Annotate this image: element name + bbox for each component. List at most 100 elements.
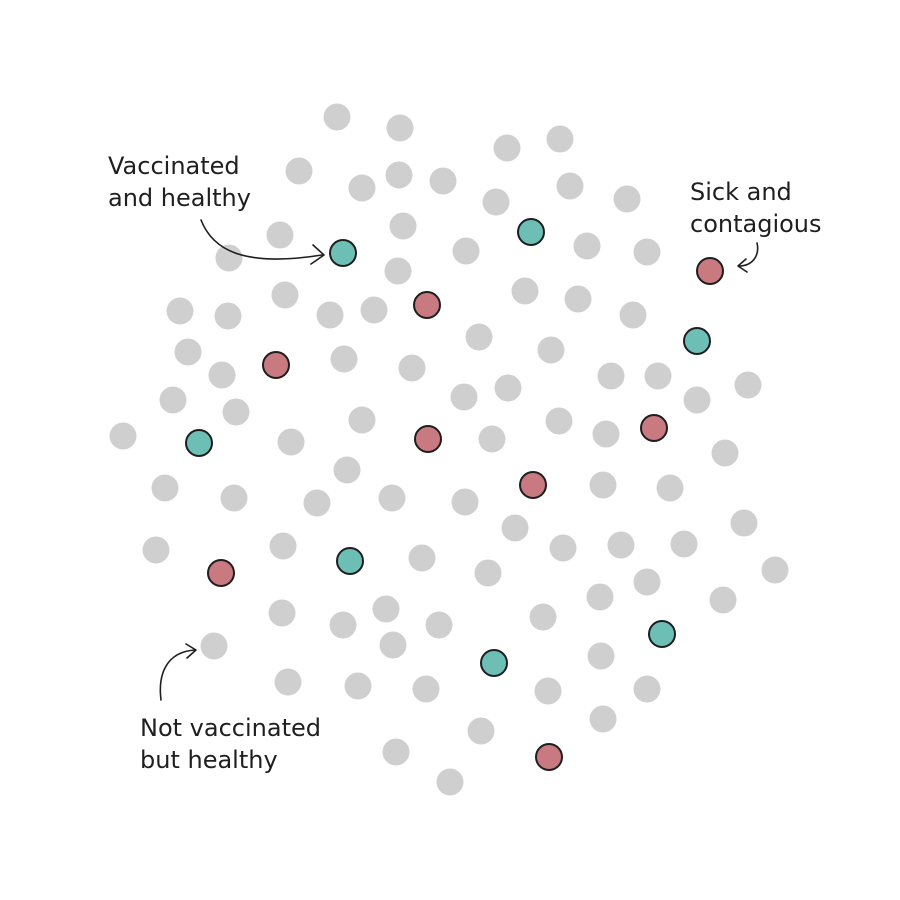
not-vaccinated-healthy-dot xyxy=(208,361,236,389)
vaccinated-healthy-dot xyxy=(329,239,357,267)
vaccinated-dots-layer xyxy=(185,218,711,677)
not-vaccinated-healthy-dot xyxy=(372,595,400,623)
not-vaccinated-healthy-dot xyxy=(564,285,592,313)
not-vaccinated-healthy-dot xyxy=(613,185,641,213)
not-vaccinated-healthy-dot xyxy=(159,386,187,414)
not-vaccinated-healthy-dot xyxy=(274,668,302,696)
not-vaccinated-healthy-dot xyxy=(607,531,635,559)
sick-label-line1: Sick and xyxy=(690,178,792,206)
not-vaccinated-healthy-dot xyxy=(389,212,417,240)
not-vaccinated-healthy-dot xyxy=(214,302,242,330)
annotation-arrows xyxy=(159,219,759,701)
not-vaccinated-healthy-dot xyxy=(587,642,615,670)
not-vaccinated-healthy-dot xyxy=(425,611,453,639)
not-vaccinated-healthy-dot xyxy=(529,603,557,631)
vaccinated-healthy-dot xyxy=(517,218,545,246)
vaccinated-label: Vaccinated and healthy xyxy=(108,150,251,214)
not-vaccinated-healthy-dot xyxy=(474,559,502,587)
not-vaccinated-healthy-dot xyxy=(493,134,521,162)
vaccinated-label-line2: and healthy xyxy=(108,184,251,212)
not-vaccinated-healthy-dot xyxy=(174,338,202,366)
unvaccinated-label: Not vaccinated but healthy xyxy=(140,712,321,776)
not-vaccinated-healthy-dot xyxy=(109,422,137,450)
not-vaccinated-healthy-dot xyxy=(436,768,464,796)
not-vaccinated-healthy-dot xyxy=(360,296,388,324)
vaccinated-healthy-dot xyxy=(480,649,508,677)
not-vaccinated-healthy-dot xyxy=(412,675,440,703)
vaccinated-arrow-head xyxy=(310,244,325,265)
not-vaccinated-healthy-dot xyxy=(303,489,331,517)
not-vaccinated-healthy-dot xyxy=(633,238,661,266)
sick-contagious-dot xyxy=(414,425,442,453)
not-vaccinated-healthy-dot xyxy=(333,456,361,484)
not-vaccinated-healthy-dot xyxy=(501,514,529,542)
not-vaccinated-healthy-dot xyxy=(329,611,357,639)
vaccinated-arrow xyxy=(200,219,323,260)
not-vaccinated-healthy-dot xyxy=(494,374,522,402)
not-vaccinated-healthy-dot xyxy=(285,157,313,185)
not-vaccinated-healthy-dot xyxy=(644,362,672,390)
not-vaccinated-healthy-dot xyxy=(537,336,565,364)
not-vaccinated-healthy-dot xyxy=(142,536,170,564)
not-vaccinated-healthy-dot xyxy=(670,530,698,558)
not-vaccinated-healthy-dot xyxy=(271,281,299,309)
not-vaccinated-healthy-dot xyxy=(378,484,406,512)
not-vaccinated-healthy-dot xyxy=(452,237,480,265)
not-vaccinated-healthy-dot xyxy=(709,586,737,614)
not-vaccinated-healthy-dot xyxy=(734,371,762,399)
vaccinated-healthy-dot xyxy=(648,620,676,648)
sick-dots-layer xyxy=(207,257,724,771)
unvaccinated-arrow xyxy=(159,649,196,701)
not-vaccinated-healthy-dot xyxy=(220,484,248,512)
not-vaccinated-healthy-dot xyxy=(556,172,584,200)
not-vaccinated-healthy-dot xyxy=(166,297,194,325)
not-vaccinated-healthy-dot xyxy=(323,103,351,131)
not-vaccinated-healthy-dot xyxy=(511,277,539,305)
not-vaccinated-healthy-dot xyxy=(269,532,297,560)
sick-contagious-dot xyxy=(413,291,441,319)
not-vaccinated-healthy-dot xyxy=(534,677,562,705)
not-vaccinated-healthy-dot xyxy=(451,488,479,516)
unvaccinated-label-line1: Not vaccinated xyxy=(140,714,321,742)
not-vaccinated-healthy-dot xyxy=(619,301,647,329)
not-vaccinated-healthy-dot xyxy=(589,705,617,733)
sick-label-line2: contagious xyxy=(690,210,822,238)
not-vaccinated-healthy-dot xyxy=(711,439,739,467)
sick-contagious-dot xyxy=(696,257,724,285)
not-vaccinated-healthy-dot xyxy=(549,534,577,562)
not-vaccinated-healthy-dot xyxy=(465,323,493,351)
not-vaccinated-healthy-dot xyxy=(268,599,296,627)
sick-contagious-dot xyxy=(519,471,547,499)
not-vaccinated-healthy-dot xyxy=(633,675,661,703)
not-vaccinated-healthy-dot xyxy=(467,717,495,745)
vaccinated-healthy-dot xyxy=(683,327,711,355)
sick-contagious-dot xyxy=(535,743,563,771)
not-vaccinated-healthy-dot xyxy=(266,221,294,249)
sick-contagious-dot xyxy=(640,414,668,442)
not-vaccinated-healthy-dot xyxy=(379,631,407,659)
not-vaccinated-healthy-dot xyxy=(761,556,789,584)
not-vaccinated-healthy-dot xyxy=(546,125,574,153)
healthy-dots-layer xyxy=(109,103,789,796)
unvaccinated-label-line2: but healthy xyxy=(140,746,278,774)
not-vaccinated-healthy-dot xyxy=(589,471,617,499)
vaccinated-healthy-dot xyxy=(336,547,364,575)
not-vaccinated-healthy-dot xyxy=(385,161,413,189)
not-vaccinated-healthy-dot xyxy=(222,398,250,426)
not-vaccinated-healthy-dot xyxy=(683,386,711,414)
not-vaccinated-healthy-dot xyxy=(545,407,573,435)
not-vaccinated-healthy-dot xyxy=(348,174,376,202)
not-vaccinated-healthy-dot xyxy=(384,257,412,285)
not-vaccinated-healthy-dot xyxy=(215,244,243,272)
not-vaccinated-healthy-dot xyxy=(200,632,228,660)
not-vaccinated-healthy-dot xyxy=(478,425,506,453)
vaccinated-healthy-dot xyxy=(185,429,213,457)
not-vaccinated-healthy-dot xyxy=(429,167,457,195)
unvaccinated-arrow-head xyxy=(185,643,197,659)
not-vaccinated-healthy-dot xyxy=(330,345,358,373)
sick-arrow-head xyxy=(737,258,748,273)
not-vaccinated-healthy-dot xyxy=(382,738,410,766)
not-vaccinated-healthy-dot xyxy=(408,544,436,572)
sick-contagious-dot xyxy=(207,559,235,587)
